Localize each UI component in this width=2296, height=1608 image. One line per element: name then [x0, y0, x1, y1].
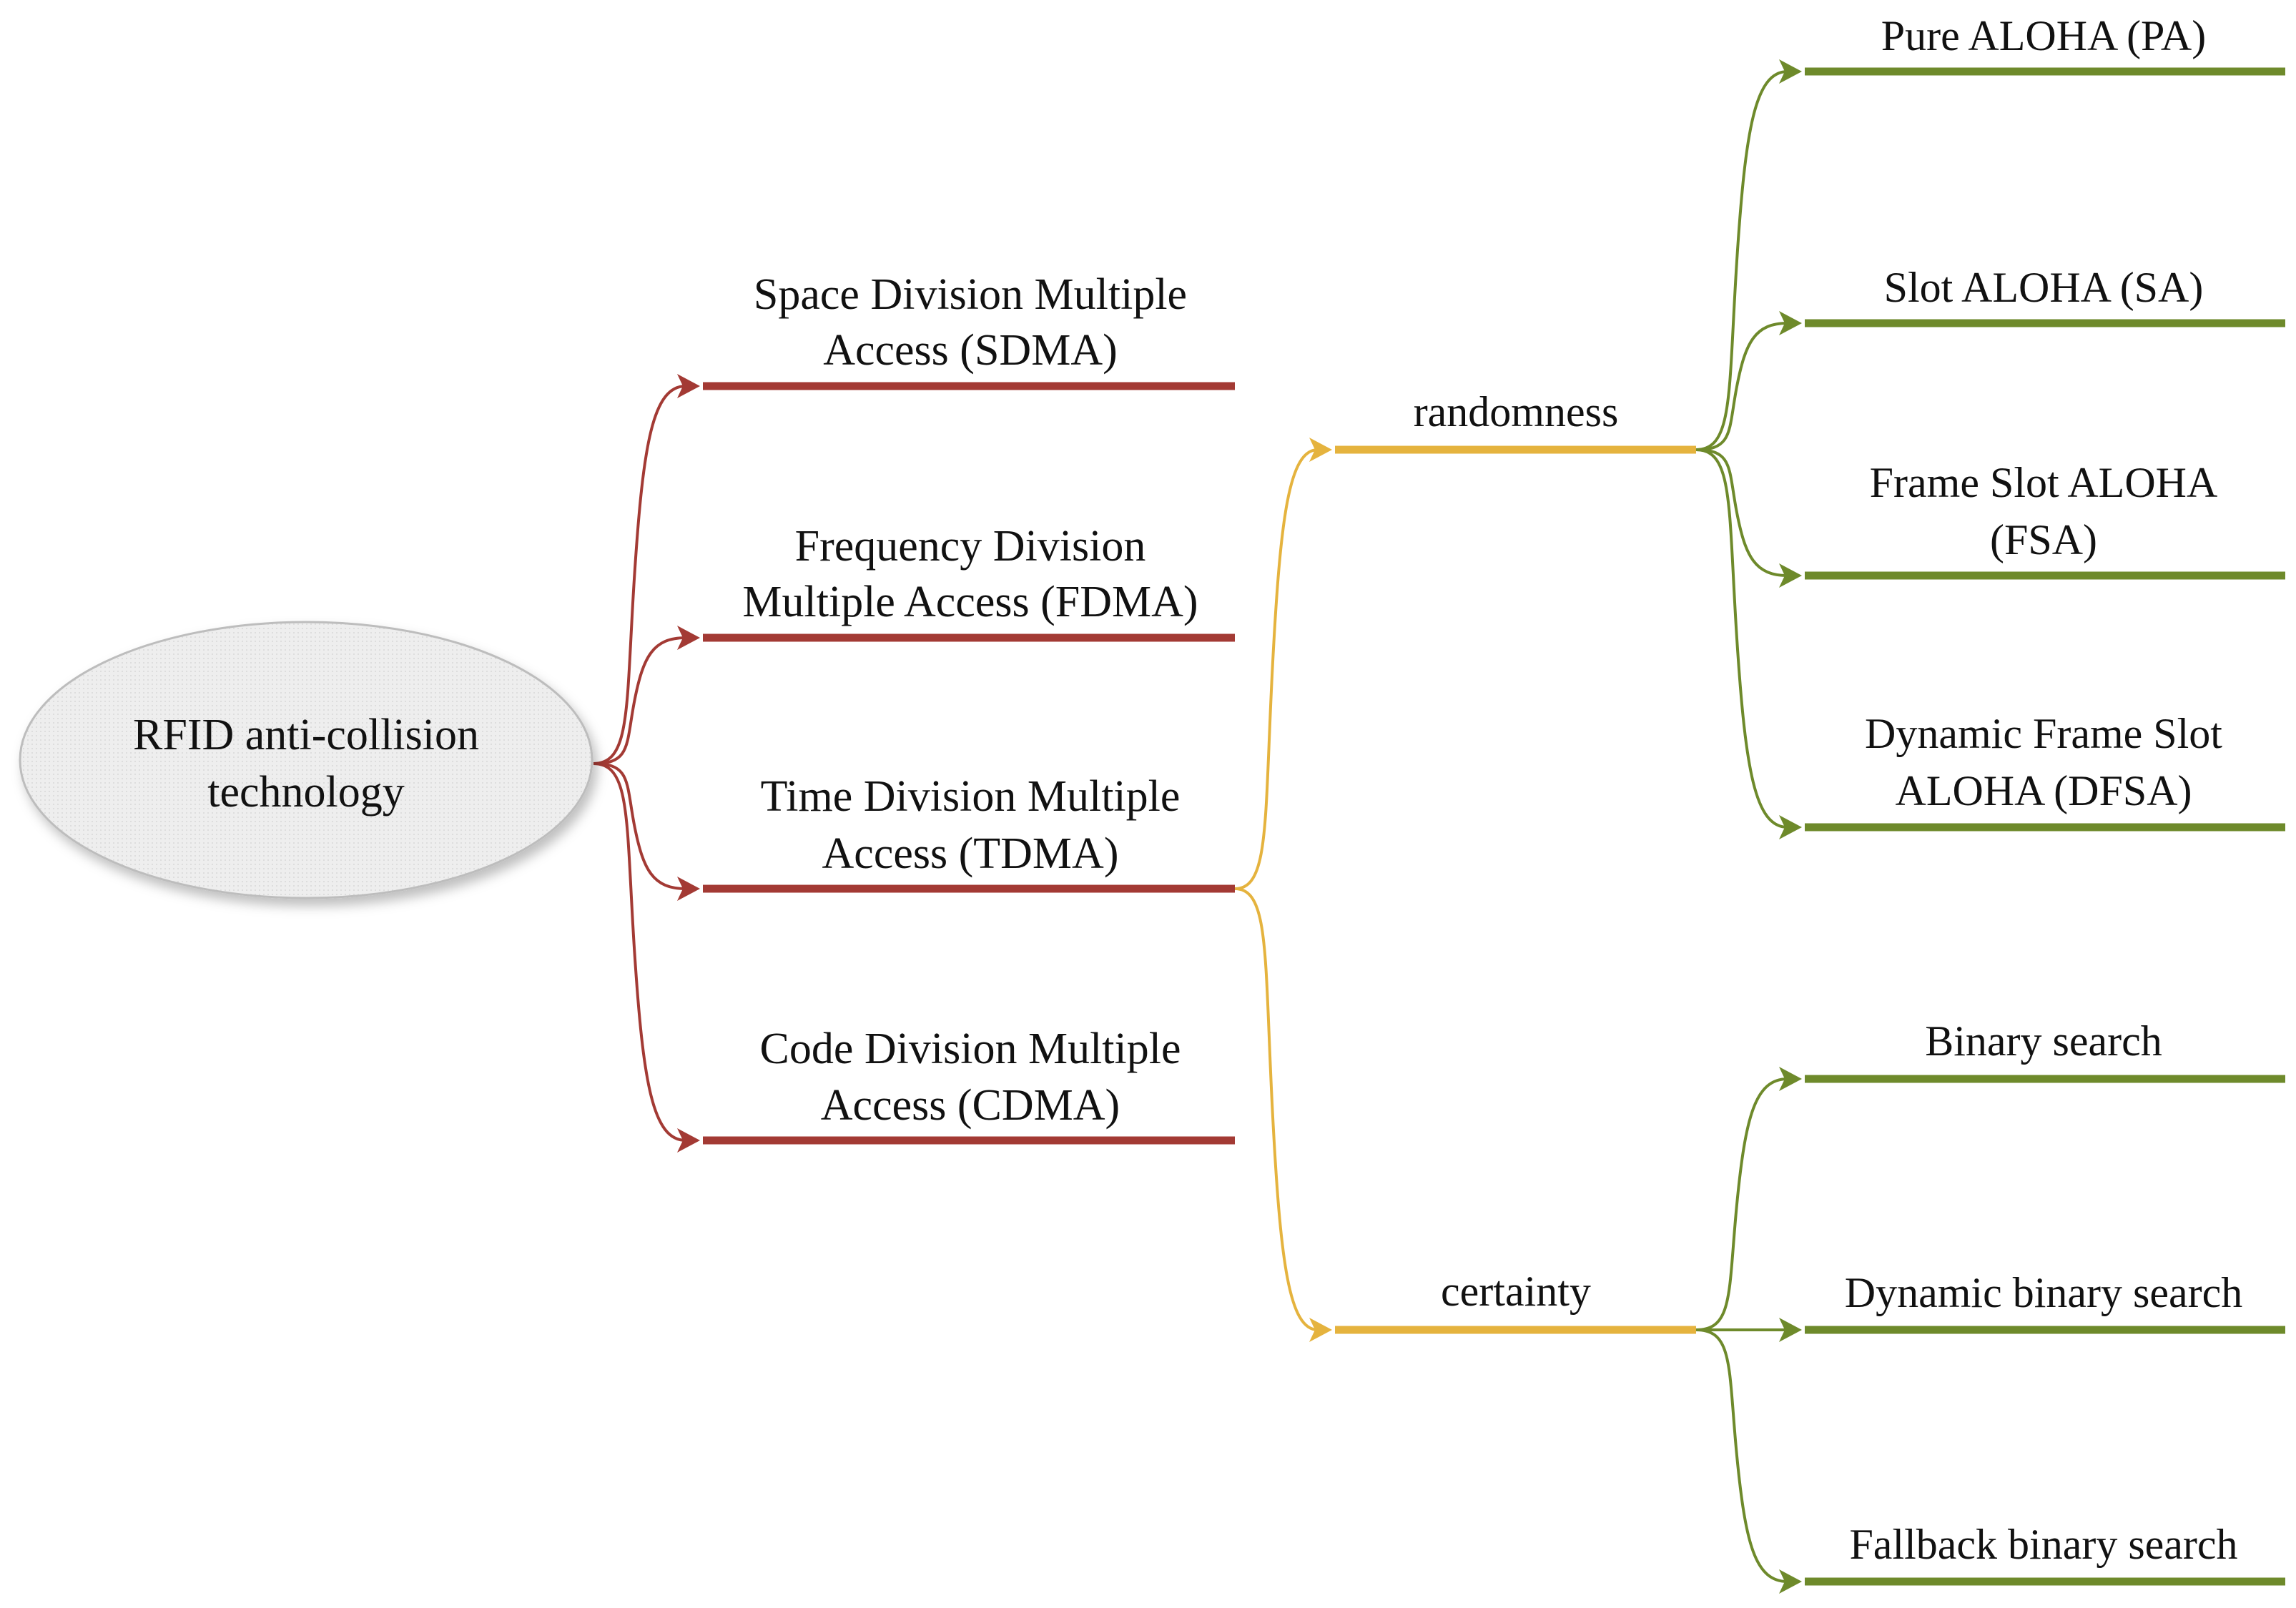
tdma-to-certainty-arrowhead — [1309, 1318, 1332, 1342]
fdma-label-line-1: Frequency Division — [795, 522, 1146, 571]
root-label-line-1: RFID anti-collision — [133, 711, 479, 759]
tdma-label-line-1: Time Division Multiple — [761, 772, 1181, 821]
cdma-label-line-1: Code Division Multiple — [760, 1025, 1181, 1073]
randomness-to-pa-arrowhead — [1779, 59, 1802, 84]
sdma-label-line-2: Access (SDMA) — [823, 326, 1118, 375]
branch-line-layer — [703, 67, 2285, 1586]
tdma-to-certainty-connector — [1234, 887, 1319, 1331]
root-node: RFID anti-collision technology — [19, 621, 593, 899]
randomness-to-fsa-connector — [1695, 448, 1788, 577]
root-to-sdma-connector — [593, 385, 686, 765]
certainty-to-bs-arrowhead — [1779, 1067, 1802, 1091]
level2-labels: randomness certainty — [1414, 388, 1619, 1315]
certainty-to-fbs-connector — [1695, 1328, 1788, 1583]
connector-layer — [593, 59, 1802, 1594]
randomness-label: randomness — [1414, 388, 1619, 435]
fdma-label-line-2: Multiple Access (FDMA) — [742, 578, 1198, 626]
root-to-cdma-connector — [593, 762, 686, 1142]
randomness-to-fsa-arrowhead — [1779, 563, 1802, 588]
sdma-label-line-1: Space Division Multiple — [754, 270, 1187, 319]
root-to-sdma-arrowhead — [677, 374, 700, 398]
tdma-label-line-2: Access (TDMA) — [822, 829, 1119, 878]
dfsa-label-line-1: Dynamic Frame Slot — [1865, 710, 2222, 757]
randomness-to-sa-connector — [1695, 322, 1788, 451]
certainty-to-bs-connector — [1695, 1077, 1788, 1331]
pa-label: Pure ALOHA (PA) — [1881, 12, 2206, 59]
tdma-to-randomness-connector — [1234, 448, 1319, 890]
cdma-label-line-2: Access (CDMA) — [821, 1081, 1120, 1130]
root-to-tdma-connector — [593, 762, 686, 890]
root-label-line-2: technology — [207, 768, 405, 817]
root-to-fdma-arrowhead — [677, 626, 700, 650]
dbs-label: Dynamic binary search — [1845, 1269, 2242, 1316]
level3-labels: Pure ALOHA (PA) Slot ALOHA (SA) Frame Sl… — [1845, 12, 2242, 1568]
root-to-tdma-arrowhead — [677, 877, 700, 901]
fbs-label: Fallback binary search — [1849, 1521, 2237, 1568]
root-ellipse — [19, 621, 593, 899]
randomness-to-dfsa-arrowhead — [1779, 815, 1802, 839]
bs-label: Binary search — [1925, 1017, 2162, 1065]
fsa-label-line-2: (FSA) — [1990, 516, 2097, 563]
randomness-to-sa-arrowhead — [1779, 311, 1802, 335]
randomness-to-dfsa-connector — [1695, 448, 1788, 829]
certainty-to-dbs-arrowhead — [1779, 1318, 1802, 1342]
level1-labels: Space Division Multiple Access (SDMA) Fr… — [742, 270, 1198, 1130]
tdma-to-randomness-arrowhead — [1309, 438, 1332, 462]
fsa-label-line-1: Frame Slot ALOHA — [1870, 459, 2218, 506]
certainty-label: certainty — [1441, 1268, 1591, 1315]
root-to-cdma-arrowhead — [677, 1128, 700, 1153]
certainty-to-fbs-arrowhead — [1779, 1569, 1802, 1594]
root-to-fdma-connector — [593, 636, 686, 765]
randomness-to-pa-connector — [1695, 70, 1788, 451]
dfsa-label-line-2: ALOHA (DFSA) — [1895, 767, 2192, 814]
sa-label: Slot ALOHA (SA) — [1884, 264, 2204, 311]
